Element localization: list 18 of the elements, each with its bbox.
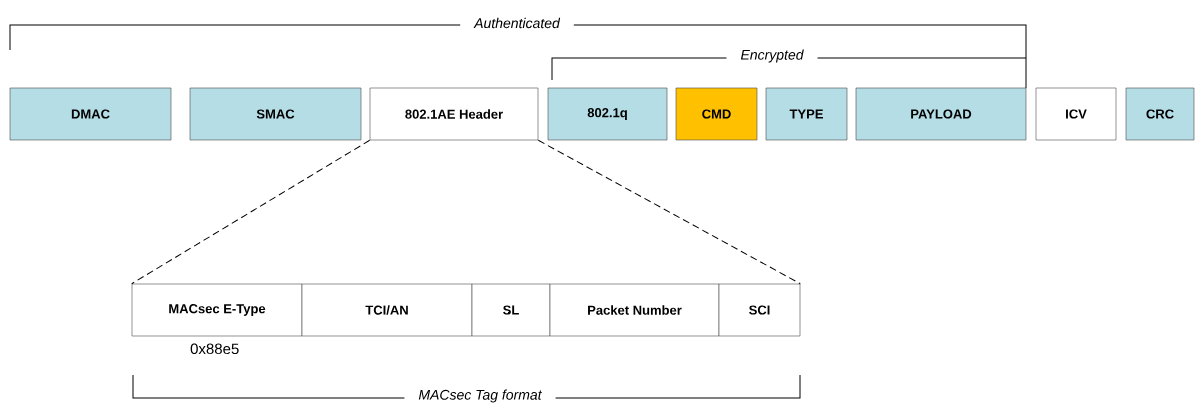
field-box: PAYLOAD xyxy=(855,87,1027,141)
value-label: 0x88e5 xyxy=(190,343,239,355)
field-box: 802.1q xyxy=(547,87,668,141)
field-box: 802.1AE Header xyxy=(369,87,539,141)
field-box: CMD xyxy=(675,87,758,141)
field-box: CRC xyxy=(1125,87,1195,141)
bracket-label: Encrypted xyxy=(726,48,818,64)
field-box: TYPE xyxy=(765,87,848,141)
field-box: SL xyxy=(471,283,551,337)
zoom-line xyxy=(537,139,801,285)
bracket-label: MACsec Tag format xyxy=(404,388,556,404)
field-box: DMAC xyxy=(9,87,172,141)
zoom-line xyxy=(131,139,371,285)
field-box: SMAC xyxy=(189,87,362,141)
field-box: ICV xyxy=(1035,87,1117,141)
field-box: MACsec E-Type xyxy=(131,283,303,337)
bracket-label: Authenticated xyxy=(460,16,574,30)
field-box: SCI xyxy=(718,283,801,337)
